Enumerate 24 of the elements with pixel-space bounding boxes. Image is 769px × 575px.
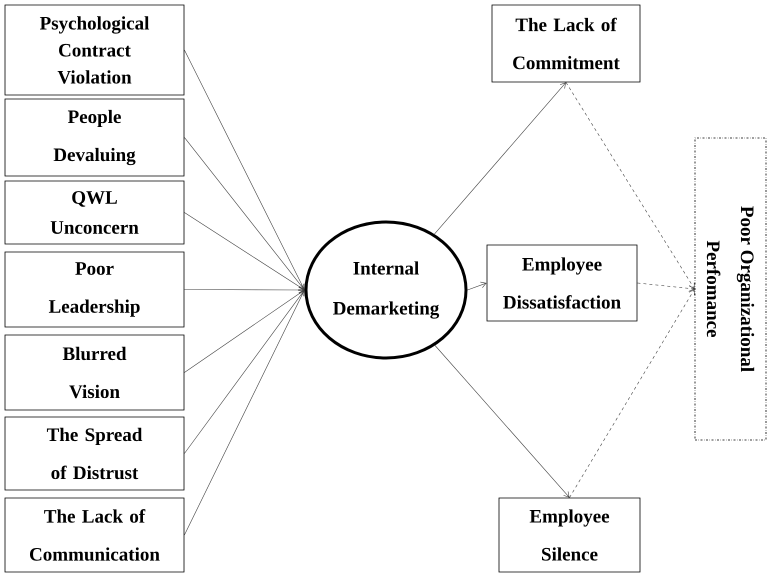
factor-box: People Devaluing	[4, 98, 184, 176]
factor-box: The Spread of Distrust	[4, 416, 184, 490]
factor-box: The Lack of Communication	[4, 498, 184, 572]
arrow	[569, 289, 695, 498]
factor-box: The Lack of Commitment	[492, 4, 640, 82]
arrow	[467, 282, 487, 290]
factor-box: Psychological Contract Violation	[4, 4, 184, 96]
arrow	[184, 290, 306, 536]
factor-box: Blurred Vision	[4, 334, 184, 410]
factor-box: Poor Leadership	[4, 252, 184, 328]
factor-box: Employee Dissatisfaction	[486, 244, 638, 322]
arrow	[434, 345, 570, 498]
arrow	[434, 82, 566, 234]
arrow	[184, 137, 304, 290]
arrow	[184, 290, 304, 373]
factor-box: Employee Silence	[498, 498, 640, 572]
arrow	[184, 212, 304, 290]
arrow	[566, 82, 695, 289]
arrow	[184, 290, 304, 454]
arrow	[184, 50, 305, 290]
outcome-box: Poor Organizational Perfomance	[694, 138, 766, 440]
factor-box: QWL Unconcern	[4, 180, 184, 244]
arrow	[184, 286, 304, 294]
arrow	[637, 282, 695, 292]
